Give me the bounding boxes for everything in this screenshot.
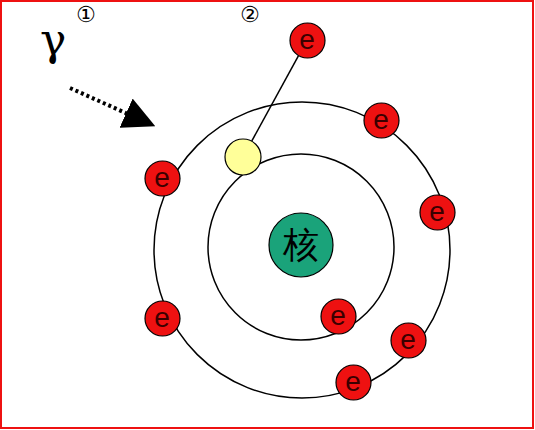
electron-label: e xyxy=(429,198,445,226)
electron-circle xyxy=(321,299,356,334)
electron-label: e xyxy=(373,106,389,134)
electron-label: e xyxy=(154,304,170,332)
gamma-ray-arrow xyxy=(70,88,148,123)
electron-circle xyxy=(290,23,325,58)
electron: e xyxy=(363,102,400,139)
electron-label: e xyxy=(400,326,416,354)
electron: e xyxy=(419,194,456,231)
electron: e xyxy=(335,364,372,401)
callout-number: ② xyxy=(240,4,260,26)
electron-circle xyxy=(391,323,426,358)
electron-hole xyxy=(225,139,261,175)
electron-circle xyxy=(145,301,180,336)
electron-label: e xyxy=(299,26,315,54)
inner-orbit xyxy=(208,154,394,340)
electron-circle xyxy=(420,195,455,230)
nucleus: 核 xyxy=(268,212,334,278)
electron: e xyxy=(390,322,427,359)
callout-number: ① xyxy=(76,4,96,26)
outer-orbit xyxy=(154,102,450,398)
electron-label: e xyxy=(345,368,361,396)
nucleus-circle xyxy=(269,213,333,277)
nucleus-label: 核 xyxy=(283,227,319,263)
electron-label: e xyxy=(330,302,346,330)
ejection-line xyxy=(252,56,299,141)
electron-circle xyxy=(364,103,399,138)
electron: e xyxy=(320,298,357,335)
electron-label: e xyxy=(154,164,170,192)
electron-circle xyxy=(145,161,180,196)
gamma-symbol: γ xyxy=(40,18,66,62)
electron: e xyxy=(289,22,326,59)
electron: e xyxy=(144,160,181,197)
electron-circle xyxy=(336,365,371,400)
electron: e xyxy=(144,300,181,337)
